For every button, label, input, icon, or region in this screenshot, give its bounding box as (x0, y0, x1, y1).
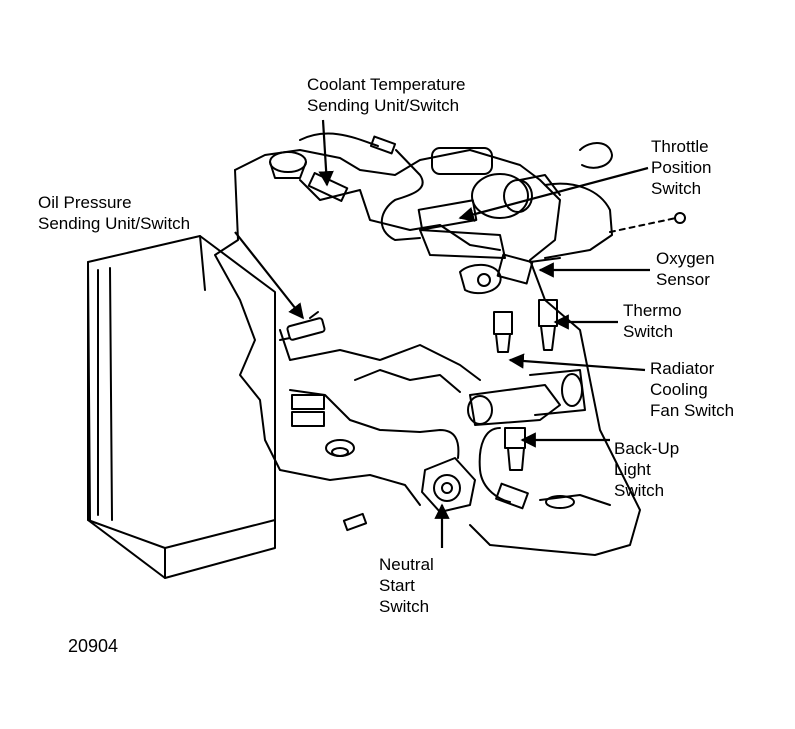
thermo-switch-illustration (493, 299, 558, 353)
label-backup: Back-Up Light Switch (614, 439, 680, 500)
dashed-guide-line (609, 217, 677, 233)
thermostat-housing-illustration (467, 369, 586, 426)
radiator-illustration (87, 235, 276, 579)
wiring-harness-illustration (289, 389, 460, 459)
oxygen-sensor-illustration (459, 253, 561, 295)
label-neutral: Neutral Start Switch (379, 555, 434, 616)
radiator-fan-arrow (508, 353, 646, 372)
coolant-sender-illustration (269, 132, 424, 241)
label-oil-pressure: Oil Pressure Sending Unit/Switch (38, 193, 191, 233)
neutral-start-switch-illustration (342, 457, 476, 532)
label-throttle: Throttle Position Switch (651, 137, 712, 198)
label-oxygen: Oxygen Sensor (656, 249, 715, 289)
throttle-body-illustration (417, 142, 686, 259)
oil-pressure-sender-illustration (279, 311, 326, 341)
label-radiator-fan: Radiator Cooling Fan Switch (650, 359, 735, 420)
figure-number: 20904 (68, 636, 119, 656)
backup-switch-illustration (478, 427, 575, 510)
oil-pressure-arrow (234, 231, 304, 320)
label-coolant: Coolant Temperature Sending Unit/Switch (307, 75, 466, 115)
throttle-arrow (458, 166, 649, 222)
coolant-arrow (318, 119, 334, 187)
engine-block-illustration (214, 149, 641, 556)
label-thermo: Thermo Switch (623, 301, 682, 341)
